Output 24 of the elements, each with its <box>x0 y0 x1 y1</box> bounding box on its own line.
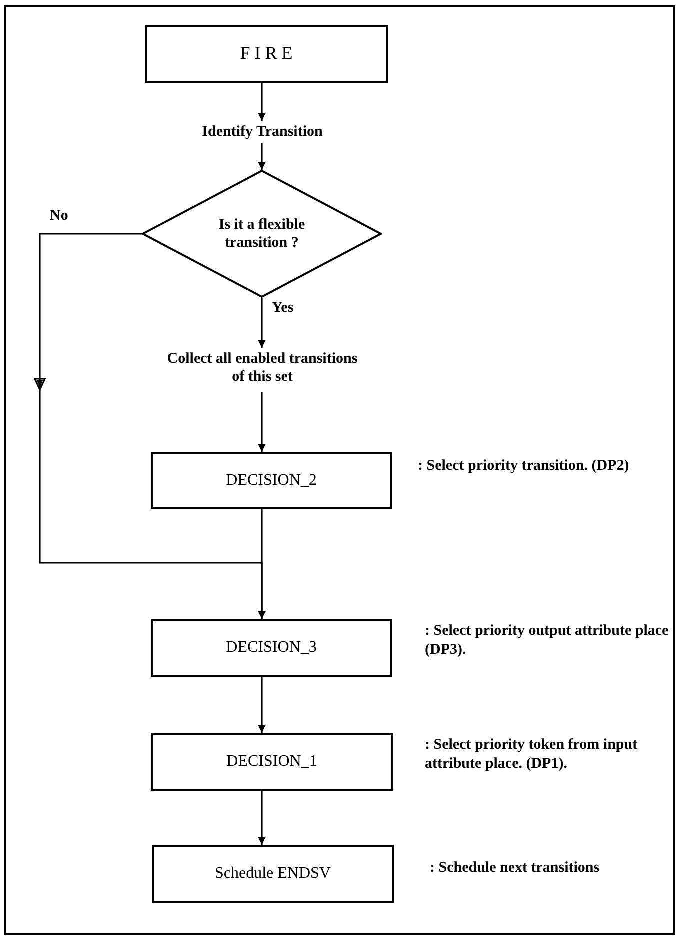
box-label: DECISION_2 <box>226 470 317 490</box>
arrow <box>258 298 266 348</box>
decision-question: Is it a flexible transition ? <box>218 216 306 252</box>
arrow <box>258 509 266 619</box>
process-box <box>151 452 392 509</box>
arrow <box>258 143 266 170</box>
step-text: Identify Transition <box>202 123 323 141</box>
process-box <box>151 619 392 677</box>
box-label: F I R E <box>240 43 293 65</box>
annotation-text: : Schedule next transitions <box>430 859 601 878</box>
arrow <box>258 392 266 452</box>
box-label: DECISION_3 <box>226 638 317 658</box>
process-box <box>152 845 394 903</box>
arrow <box>258 83 266 121</box>
process-box <box>151 733 393 791</box>
box-label: DECISION_1 <box>226 752 318 772</box>
annotation-text: : Select priority token from input attribute place. (DP1). <box>425 736 639 774</box>
step-text: Collect all enabled transitions of this set <box>166 350 359 386</box>
arrow <box>258 791 266 845</box>
annotation-text: : Select priority transition. (DP2) <box>418 457 630 476</box>
arrow <box>258 677 266 733</box>
annotation-text: : Select priority output attribute place (DP3). <box>425 622 670 660</box>
box-label: Schedule ENDSV <box>215 864 331 884</box>
process-box <box>145 25 388 83</box>
